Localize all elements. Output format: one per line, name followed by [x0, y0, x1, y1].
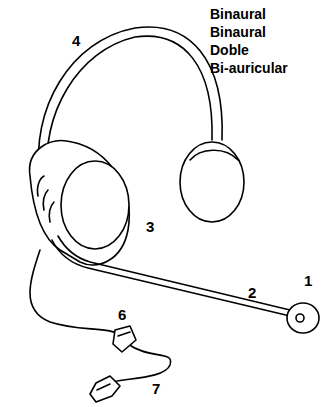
clothing-clip	[113, 326, 136, 352]
microphone-boom	[58, 236, 290, 310]
housing-slot	[43, 190, 48, 210]
language-label: Doble	[210, 42, 249, 58]
microphone-foam	[287, 303, 319, 333]
callout-number: 3	[146, 218, 154, 235]
callout-number: 2	[248, 284, 256, 301]
callout-number: 6	[118, 306, 126, 323]
language-label: Bi-auricular	[210, 60, 288, 76]
microphone-boom	[52, 240, 290, 316]
callout-number: 4	[72, 32, 80, 49]
callout-number: 7	[152, 380, 160, 397]
quick-disconnect	[90, 376, 120, 402]
quick-disconnect-detail	[97, 384, 110, 390]
language-label: Binaural	[210, 6, 266, 22]
clothing-clip-detail	[118, 332, 130, 336]
callout-number: 1	[304, 272, 312, 289]
housing-slot	[37, 176, 44, 196]
left-ear-pad	[61, 161, 129, 249]
microphone-foam-center	[296, 314, 304, 322]
cable	[30, 250, 122, 336]
left-earcup-housing	[30, 141, 130, 265]
housing-slot	[49, 202, 54, 222]
right-ear-pad	[180, 142, 244, 222]
language-label: Binaural	[210, 24, 266, 40]
right-pad-edge	[190, 150, 238, 160]
